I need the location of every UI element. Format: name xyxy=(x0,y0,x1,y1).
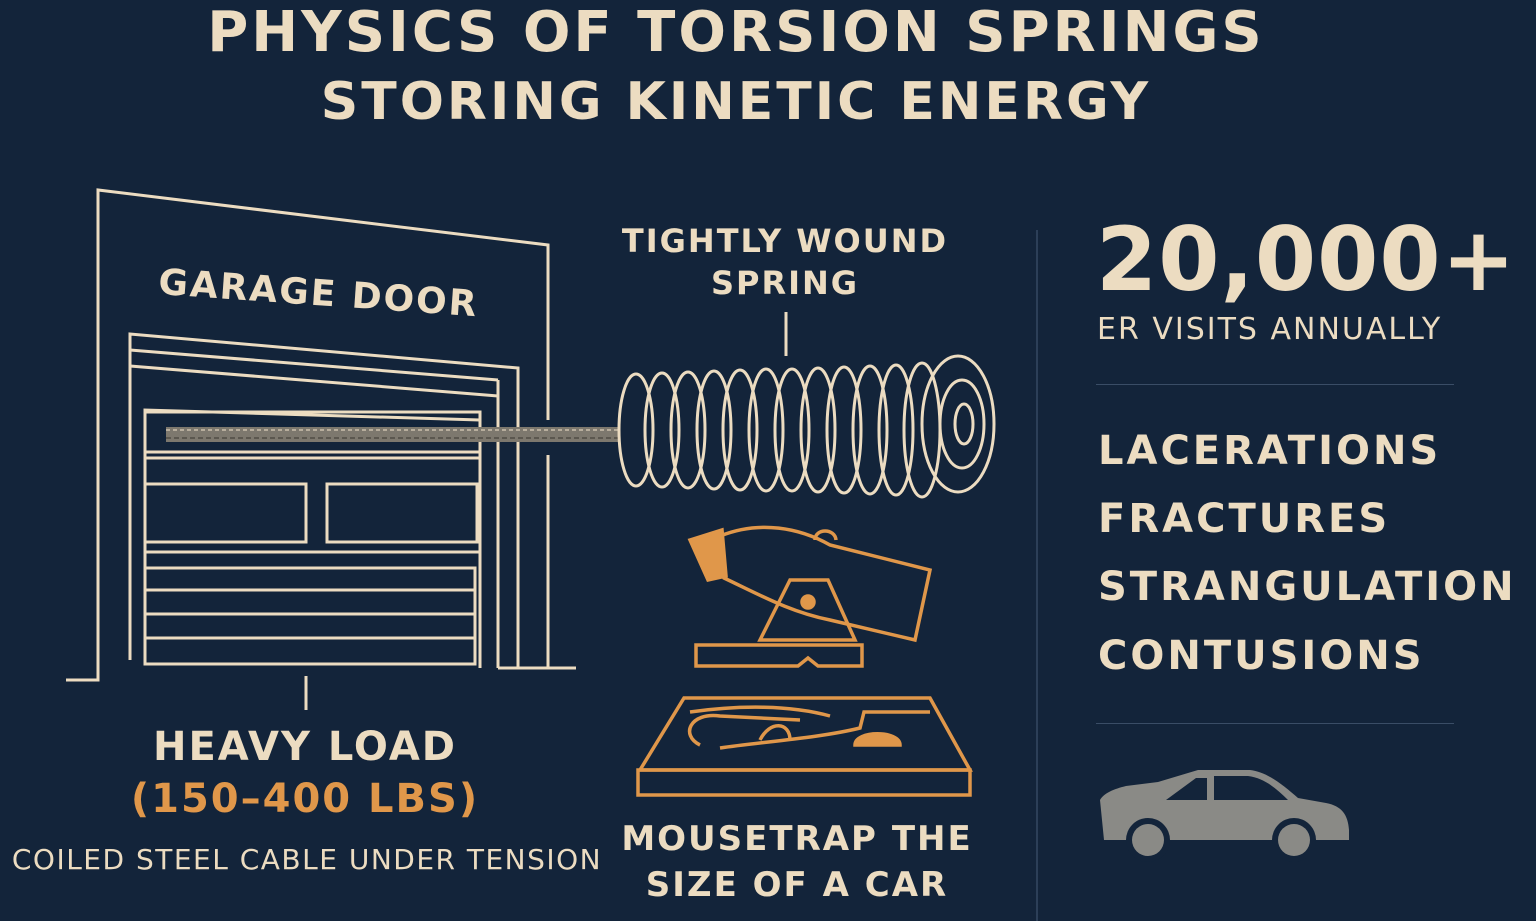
divider-line xyxy=(1096,384,1454,385)
page-title-line-2: STORING KINETIC ENERGY xyxy=(320,72,1152,132)
heavy-load-heading: HEAVY LOAD xyxy=(152,724,458,770)
er-visits-caption: ER VISITS ANNUALLY xyxy=(1097,312,1443,347)
injury-item-contusions: CONTUSIONS xyxy=(1098,633,1425,679)
spring-label: TIGHTLY WOUND SPRING xyxy=(621,222,949,302)
mousetrap-analogy-label: MOUSETRAP THE SIZE OF A CAR xyxy=(621,819,973,905)
injury-item-fractures: FRACTURES xyxy=(1098,496,1391,542)
page-title-line-1: PHYSICS OF TORSION SPRINGS xyxy=(207,0,1265,65)
catapult-icon xyxy=(687,525,933,668)
cable-tension-note: COILED STEEL CABLE UNDER TENSION xyxy=(11,843,603,876)
injury-item-strangulation: STRANGULATION xyxy=(1098,564,1517,610)
divider-line xyxy=(1096,723,1454,724)
load-weight-range: (150–400 LBS) xyxy=(130,776,480,822)
er-visits-number: 20,000+ xyxy=(1096,208,1517,311)
spring-icon xyxy=(617,312,996,499)
cable-icon xyxy=(166,427,618,442)
mousetrap-icon xyxy=(636,696,973,797)
car-icon xyxy=(1100,770,1349,862)
injury-item-lacerations: LACERATIONS xyxy=(1098,428,1442,474)
garage-door-icon xyxy=(66,188,576,710)
column-divider xyxy=(1036,230,1038,921)
